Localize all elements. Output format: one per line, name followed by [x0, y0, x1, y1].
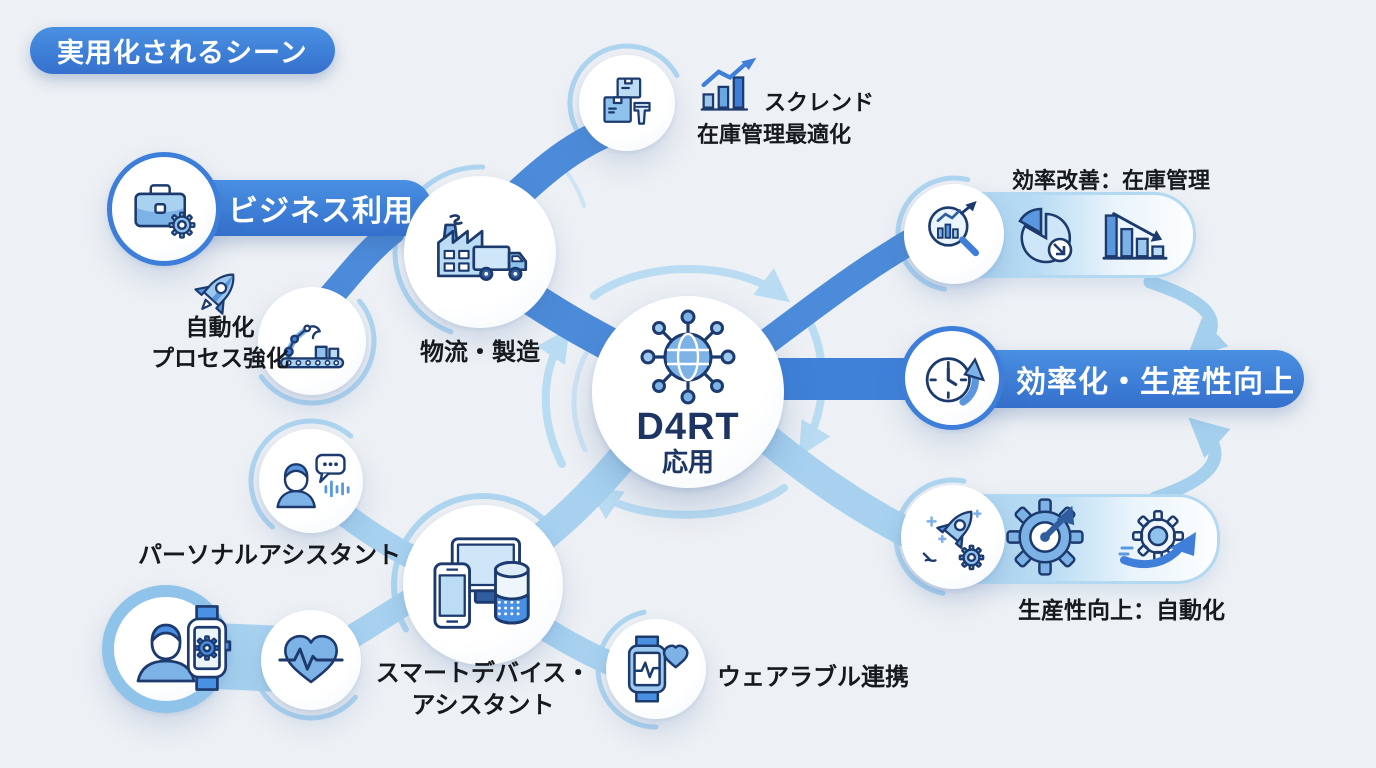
automation-caption: 自動化 プロセス強化 [125, 312, 315, 374]
magnifier-chart-icon [928, 200, 980, 257]
inventory-caption-line1: スクレンド [764, 90, 875, 115]
boxes-scanner-icon [603, 77, 651, 125]
gear-arrow-icon [990, 482, 1100, 592]
node-health [261, 610, 361, 710]
clock-arrow-icon [925, 357, 986, 406]
arc-top-right [590, 265, 790, 303]
devices-icon [433, 537, 530, 629]
briefcase-gear-icon [134, 184, 198, 240]
wearable-caption: ウェアラブル連携 [717, 664, 909, 691]
center-subtitle: 応用 [661, 447, 714, 477]
efficiency-banner: 効率化・生産性向上 [952, 350, 1304, 408]
node-inventory [579, 55, 675, 151]
productivity-caption: 生産性向上：自動化 [1018, 597, 1225, 623]
band-center-productivity [751, 423, 921, 547]
diagram-title-text: 実用化されるシーン [57, 38, 308, 68]
band-center-analysis [751, 229, 923, 357]
personal-assistant-caption: パーソナルアシスタント [138, 542, 402, 569]
arc-left-up [536, 327, 570, 468]
heart-pulse-icon [278, 634, 344, 684]
right-converge-arrows [1143, 275, 1231, 505]
arrow-bottom-to-banner [1148, 417, 1231, 505]
smart-device-caption-line2: アシスタント [411, 692, 555, 719]
automation-caption-line2: プロセス強化 [151, 345, 289, 371]
trend-chart-icon [698, 56, 762, 119]
rocket-icon [186, 264, 244, 327]
efficiency-banner-label: 効率化・生産性向上 [1016, 366, 1295, 399]
node-robot-arm [258, 287, 366, 395]
node-logistics [404, 176, 556, 328]
smart-device-caption-line1: スマートデバイス・ [375, 660, 591, 687]
arc-left-inner [571, 349, 590, 453]
network-globe-icon [640, 309, 736, 405]
node-wearable [606, 619, 706, 719]
band-center-smart [529, 441, 639, 551]
node-personal-assistant [259, 429, 363, 533]
node-business [107, 152, 221, 266]
smartwatch-gear-icon [180, 604, 234, 697]
efficiency-inventory-caption: 効率改善：在庫管理 [1012, 168, 1211, 193]
band-factory-inventory [499, 119, 617, 213]
pie-chart-icon [1008, 198, 1080, 275]
business-banner-label: ビジネス利用 [228, 195, 414, 228]
inventory-caption-line2: 在庫管理最適化 [697, 122, 852, 147]
node-center-hub: D4RT 応用 [592, 296, 784, 488]
factory-truck-icon [437, 214, 528, 281]
robot-arm-icon [279, 324, 345, 369]
watch-heart-icon [627, 635, 689, 703]
arc-bottom-left [587, 484, 788, 520]
person-chat-icon [276, 453, 350, 509]
rocket-gear-icon [922, 509, 990, 574]
node-smart-device [403, 505, 563, 665]
smart-device-caption: スマートデバイス・ アシスタント [373, 658, 593, 722]
arrow-top-to-banner [1143, 275, 1229, 359]
node-clock [900, 326, 1004, 430]
gear-swoosh-icon [1118, 499, 1202, 583]
logistics-caption: 物流・製造 [420, 339, 540, 366]
center-title: D4RT [636, 406, 740, 448]
automation-caption-line1: 自動化 [185, 314, 255, 340]
node-rocket-gear [901, 485, 1005, 589]
strong-bands [311, 119, 931, 400]
node-analysis [904, 184, 1004, 284]
declining-bars-icon [1098, 202, 1172, 269]
diagram-title: 実用化されるシーン [30, 27, 335, 74]
